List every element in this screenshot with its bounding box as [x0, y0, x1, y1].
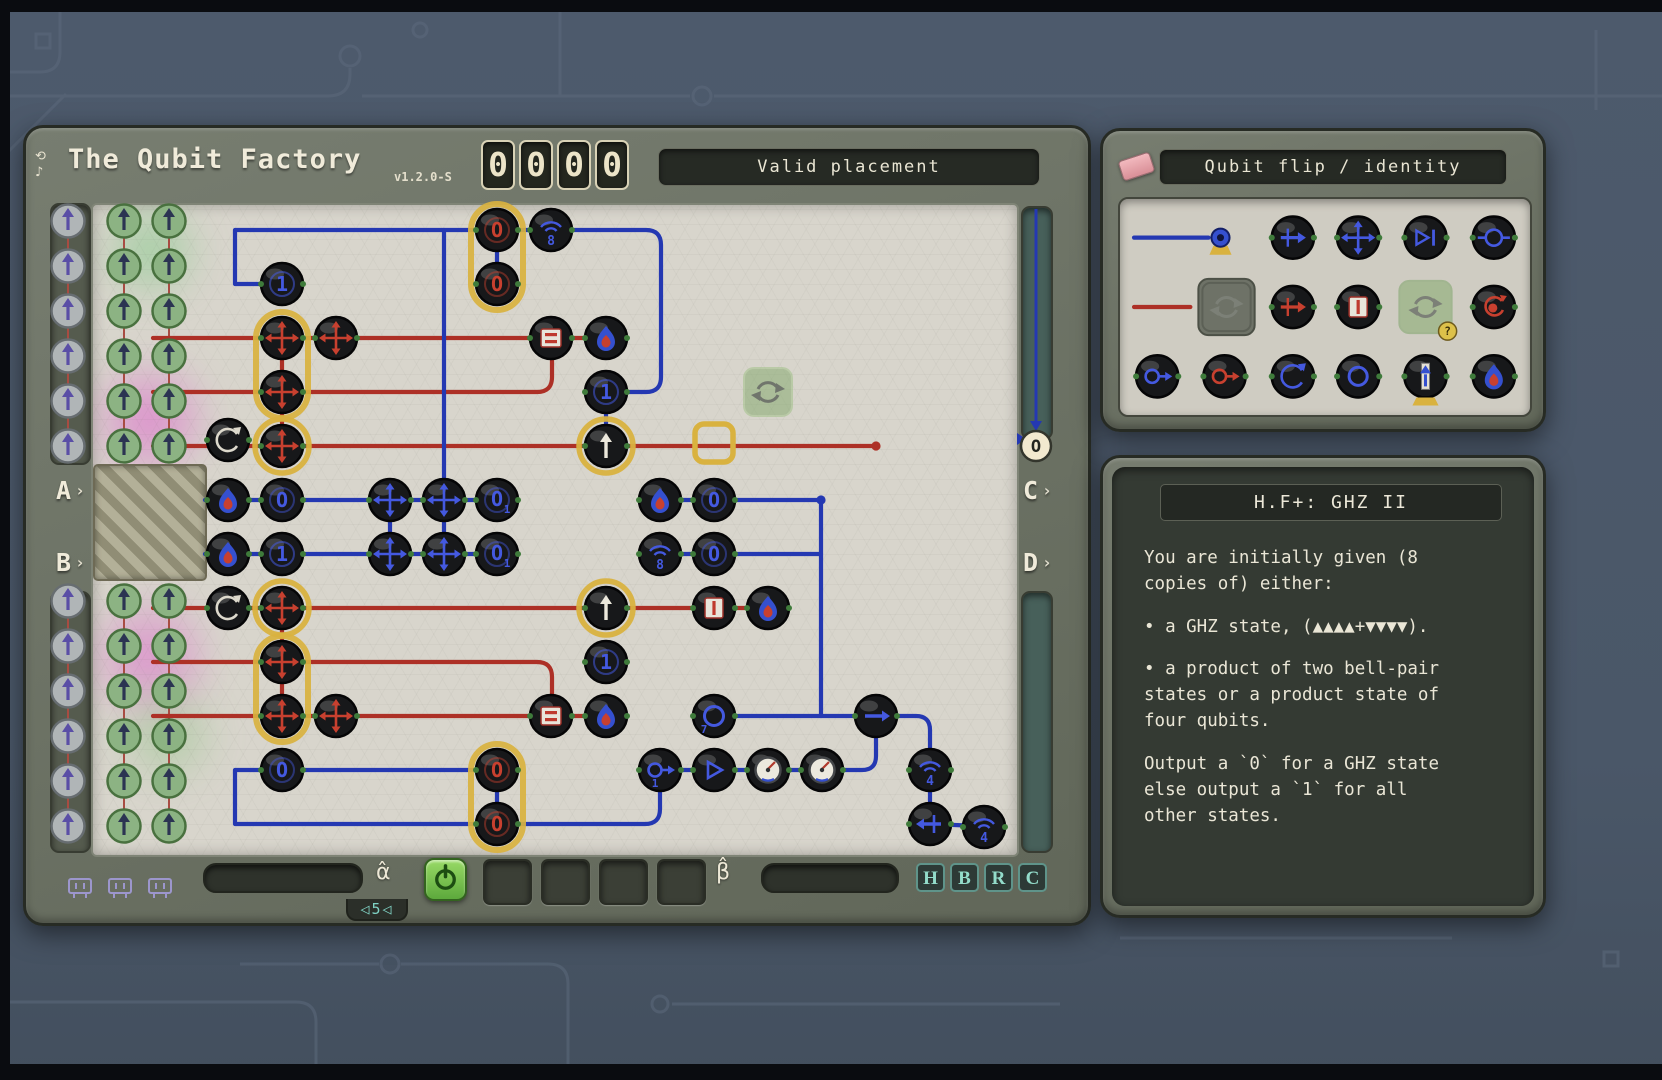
svg-text:O: O: [1031, 437, 1041, 457]
power-button[interactable]: [424, 858, 467, 901]
glow-decoration: [107, 675, 227, 795]
tray-slot-beta[interactable]: [761, 863, 899, 893]
palette-wire-node[interactable]: [1209, 227, 1232, 255]
palette-gate-ringO[interactable]: [1334, 353, 1383, 399]
palette-gate-cross[interactable]: [1334, 215, 1383, 261]
glow-decoration: [93, 577, 215, 737]
gate-slot[interactable]: [541, 859, 590, 905]
gate-inventory-slots[interactable]: [483, 859, 706, 905]
window-corner-icons: ⟲ ♪: [35, 150, 46, 179]
alpha-label: α̂: [376, 860, 391, 885]
input-placeholder-region: [93, 464, 207, 581]
palette-gate-swap[interactable]: ?: [1398, 279, 1458, 341]
component-mini-icons: [64, 872, 176, 906]
level-pager[interactable]: ◁5◁: [346, 899, 408, 921]
circuit-board[interactable]: [91, 203, 1019, 857]
palette-title: Qubit flip / identity: [1159, 149, 1507, 185]
palette-gate-curl[interactable]: [1469, 284, 1518, 330]
app-version: v1.2.0-S: [394, 170, 452, 184]
sound-icon[interactable]: ♪: [35, 165, 44, 180]
output-label-c: C›: [1023, 476, 1052, 505]
palette-gate-arc2[interactable]: [1268, 353, 1317, 399]
gate-slot[interactable]: [483, 859, 532, 905]
status-message: Valid placement: [658, 148, 1040, 186]
svg-text:?: ?: [1444, 325, 1451, 338]
palette-gate-arrowbar[interactable]: [1268, 284, 1317, 330]
task-description: You are initially given (8 copies of) ei…: [1144, 545, 1522, 845]
screen-edge-top: [0, 0, 1662, 12]
palette-body: ?: [1118, 197, 1532, 417]
output-label-d: D›: [1023, 548, 1052, 577]
undo-icon[interactable]: ⟲: [35, 149, 46, 164]
output-track-bottom-right: [1021, 591, 1053, 853]
hotkey-button-C[interactable]: C: [1018, 863, 1047, 892]
input-label-b: B›: [56, 548, 85, 577]
machine-icon: [144, 872, 176, 906]
gate-slot[interactable]: [599, 859, 648, 905]
tray-slot-alpha[interactable]: [203, 863, 363, 893]
palette-gate-playbar[interactable]: [1401, 215, 1450, 261]
app-title: The Qubit Factory: [68, 144, 362, 175]
machine-icon: [104, 872, 136, 906]
task-paragraph: • a GHZ state, (▲▲▲▲+▼▼▼▼).: [1144, 616, 1429, 637]
task-title: H.F+: GHZ II: [1160, 484, 1502, 521]
counter-digit: 0: [519, 140, 553, 190]
input-track-top-left: [50, 203, 91, 465]
output-track-top-right: [1021, 206, 1053, 440]
hotkey-button-R[interactable]: R: [984, 863, 1013, 892]
palette-gate-upbar[interactable]: [1401, 353, 1450, 406]
input-track-bottom-left: [50, 591, 91, 853]
palette-gate-oarrow[interactable]: [1200, 353, 1249, 399]
task-inner: H.F+: GHZ II You are initially given (8 …: [1112, 467, 1534, 906]
hotkey-button-H[interactable]: H: [916, 863, 945, 892]
task-paragraph: You are initially given (8 copies of) ei…: [1144, 548, 1418, 595]
counter-digit: 0: [595, 140, 629, 190]
palette-gate-vbar[interactable]: [1334, 284, 1383, 330]
eraser-icon[interactable]: [1117, 151, 1156, 182]
palette-panel: Qubit flip / identity ?: [1100, 128, 1546, 432]
task-panel: H.F+: GHZ II You are initially given (8 …: [1100, 455, 1546, 918]
input-label-a: A›: [56, 476, 85, 505]
counter-digit: 0: [481, 140, 515, 190]
power-icon: [435, 864, 456, 890]
machine-icon: [64, 872, 96, 906]
palette-gate-arrowbar[interactable]: [1268, 215, 1317, 261]
glow-decoration: [93, 205, 211, 311]
beta-label: β̂: [716, 860, 731, 885]
palette-gate-flame[interactable]: [1469, 353, 1518, 399]
hotkey-button-B[interactable]: B: [950, 863, 979, 892]
gate-slot[interactable]: [657, 859, 706, 905]
palette-gate-oarrow[interactable]: [1133, 353, 1182, 399]
screen-edge-left: [0, 0, 10, 1080]
palette-gates[interactable]: ?: [1120, 199, 1530, 415]
screen-edge-bottom: [0, 1064, 1662, 1080]
palette-gate-obar[interactable]: [1469, 215, 1518, 261]
counter-digit: 0: [557, 140, 591, 190]
selected-tool-slot[interactable]: [1197, 277, 1256, 337]
task-paragraph: • a product of two bell-pair states or a…: [1144, 658, 1440, 732]
task-paragraph: Output a `0` for a GHZ state else output…: [1144, 753, 1440, 827]
